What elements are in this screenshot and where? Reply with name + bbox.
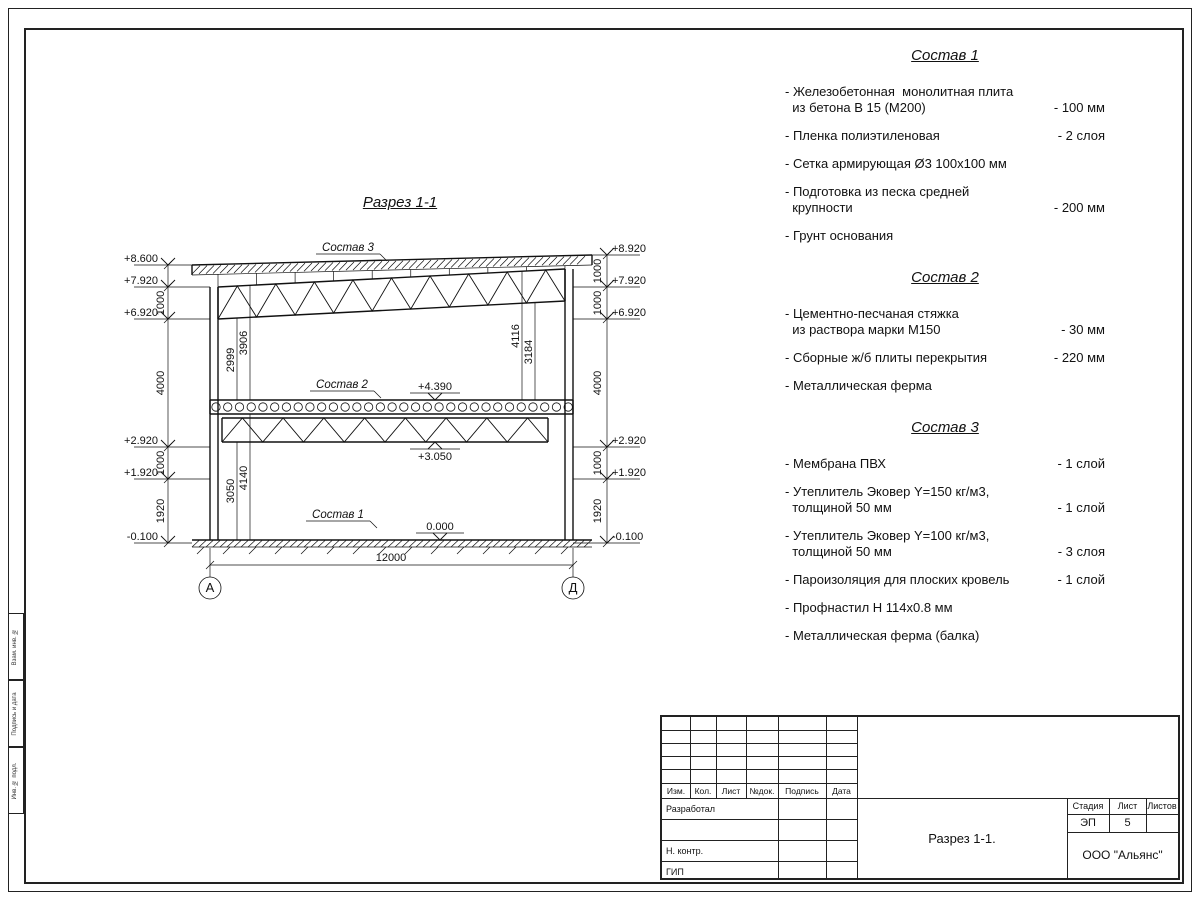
spec-title: Состав 2 [911, 269, 979, 286]
tb-row-gip: ГИП [666, 867, 684, 877]
spec-item-value: - 30 мм [1061, 322, 1105, 337]
elevation-mark: +8.600 [124, 253, 158, 265]
spec-group-sostav1: Состав 1 - Железобетонная монолитная пли… [785, 48, 1105, 244]
spec-item-value: - 200 мм [1053, 200, 1105, 215]
spec-item-value: - 100 мм [1053, 100, 1105, 115]
tb-sheets-value [1146, 814, 1178, 832]
overall-dimension: 12000 [376, 552, 407, 564]
spec-item-value: - 1 слой [1057, 572, 1105, 587]
spec-item-text: - Подготовка из песка средней крупности [785, 184, 970, 215]
outer-frame [8, 8, 1192, 892]
layer-callout-sostav1: Состав 1 [312, 509, 364, 521]
section-drawing: +8.600 +7.920 +6.920 +2.920 +1.920 -0.10… [124, 242, 646, 600]
title-block: Изм. Кол. Лист №док. Подпись Дата Разраб… [660, 715, 1180, 880]
dimension-label: 1920 [155, 499, 167, 523]
side-stamp-cell: Взам. инв. № [8, 613, 24, 680]
spec-item-value: - 1 слой [1057, 456, 1105, 471]
spec-group-sostav3: Состав 3 - Мембрана ПВХ - 1 слой - Утепли… [785, 420, 1105, 644]
tb-stage-label: Стадия [1072, 801, 1104, 811]
tb-organization: ООО "Альянс" [1082, 848, 1163, 862]
axis-marker-d: Д [569, 580, 578, 595]
spec-item-text: - Утеплитель Эковер Y=100 кг/м3, толщино… [785, 528, 990, 559]
elevation-mark: -0.100 [127, 531, 158, 543]
dimension-label: 1000 [592, 259, 604, 283]
spec-item-value: - 1 слой [1057, 500, 1105, 515]
tb-col-ndok: №док. [749, 785, 775, 796]
elevation-mark: +7.920 [612, 275, 646, 287]
elevation-mark: +1.920 [124, 467, 158, 479]
spec-item-text: - Сетка армирующая Ø3 100х100 мм [785, 156, 1007, 171]
spec-title: Состав 1 [911, 47, 979, 64]
layer-specifications: Состав 1 - Железобетонная монолитная пли… [785, 48, 1105, 670]
elevation-mark: +6.920 [612, 307, 646, 319]
tb-col-list: Лист [721, 785, 741, 796]
tb-col-podpis: Подпись [785, 785, 819, 796]
dimension-label: 1000 [155, 291, 167, 315]
spec-item-text: - Утеплитель Эковер Y=150 кг/м3, толщино… [785, 484, 990, 515]
spec-item-text: - Металлическая ферма (балка) [785, 628, 980, 643]
tb-stage-value: ЭП [1080, 817, 1096, 829]
dimension-label: 3050 [225, 479, 237, 503]
side-stamp-cell: Подпись и дата [8, 680, 24, 747]
tb-col-izm: Изм. [666, 785, 686, 796]
dimension-label: 1000 [592, 291, 604, 315]
elevation-mark: -0.100 [612, 531, 643, 543]
dimension-label: 4140 [238, 466, 250, 490]
side-stamp-label: Взам. инв. № [12, 628, 18, 665]
tb-sheet-label: Лист [1117, 801, 1138, 811]
spec-item-value: - 220 мм [1053, 350, 1105, 365]
spec-item-value: - 2 слоя [1057, 128, 1105, 143]
dimension-label: 4116 [510, 324, 522, 348]
tb-row-razrabotal: Разработал [666, 804, 715, 814]
inner-frame [24, 28, 1184, 884]
dimension-label: 3906 [238, 331, 250, 355]
spec-item-text: - Мембрана ПВХ [785, 456, 886, 471]
dimension-label: 4000 [592, 371, 604, 395]
dimension-label: 4000 [155, 371, 167, 395]
elevation-mark: +7.920 [124, 275, 158, 287]
spec-item-text: - Пленка полиэтиленовая [785, 128, 940, 143]
dimension-label: 1920 [592, 499, 604, 523]
level-label: +4.390 [418, 381, 452, 393]
elevation-mark: +1.920 [612, 467, 646, 479]
dimension-label: 1000 [155, 451, 167, 475]
spec-group-sostav2: Состав 2 - Цементно-песчаная стяжка из р… [785, 270, 1105, 394]
dimension-label: 3184 [523, 340, 535, 364]
tb-col-kol: Кол. [694, 785, 712, 796]
spec-title: Состав 3 [911, 419, 979, 436]
level-label: +3.050 [418, 451, 452, 463]
tb-row-nkontr: Н. контр. [666, 846, 704, 856]
spec-item-text: - Сборные ж/б плиты перекрытия [785, 350, 988, 365]
spec-item-text: - Пароизоляция для плоских кровель [785, 572, 1010, 587]
layer-callout-sostav3: Состав 3 [322, 242, 374, 254]
section-title: Разрез 1-1 [362, 194, 438, 211]
tb-col-data: Дата [832, 785, 851, 796]
side-stamp-label: Инв. № подл. [12, 762, 18, 799]
spec-item-text: - Профнастил Н 114х0.8 мм [785, 600, 953, 615]
spec-item-text: - Металлическая ферма [785, 378, 932, 393]
dimension-label: 1000 [592, 451, 604, 475]
spec-item-text: - Цементно-песчаная стяжка из раствора м… [785, 306, 959, 337]
elevation-mark: +2.920 [612, 435, 646, 447]
tb-sheets-label: Листов [1147, 801, 1177, 811]
spec-item-value: - 3 слоя [1057, 544, 1105, 559]
layer-callout-sostav2: Состав 2 [316, 379, 368, 391]
spec-item-text: - Грунт основания [785, 228, 894, 243]
level-label: 0.000 [426, 521, 454, 533]
tb-doc-name: Разрез 1-1. [928, 830, 996, 846]
spec-item-text: - Железобетонная монолитная плита из бет… [785, 84, 1014, 115]
elevation-mark: +8.920 [612, 243, 646, 255]
side-stamp-label: Подпись и дата [12, 691, 18, 736]
dimension-label: 2999 [225, 348, 237, 372]
axis-marker-a: А [206, 580, 215, 595]
elevation-mark: +2.920 [124, 435, 158, 447]
elevation-mark: +6.920 [124, 307, 158, 319]
side-stamp-cell: Инв. № подл. [8, 747, 24, 814]
tb-sheet-value: 5 [1124, 817, 1131, 829]
